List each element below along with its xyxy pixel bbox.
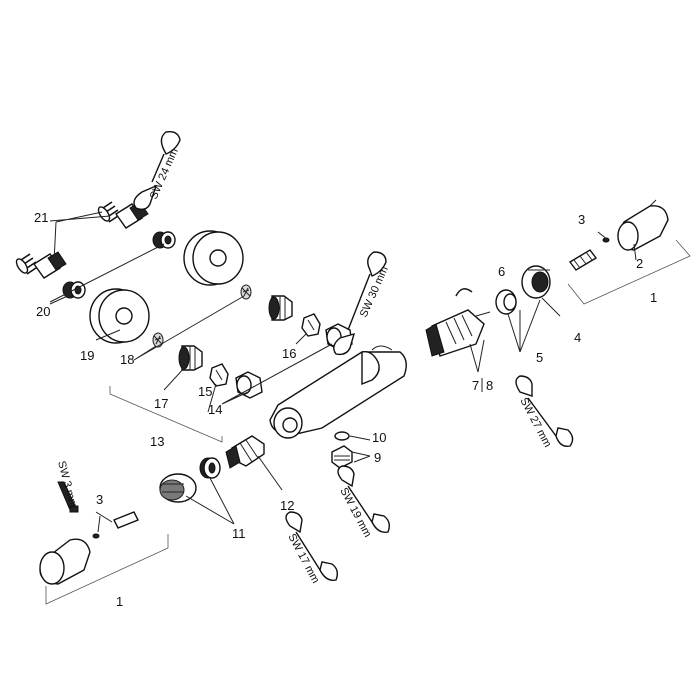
label-7: 7 (472, 378, 479, 393)
label-3-right: 3 (578, 212, 585, 227)
label-20: 20 (36, 304, 50, 319)
label-19: 19 (80, 348, 94, 363)
group-bracket-13 (109, 386, 223, 443)
label-8: 8 (486, 378, 493, 393)
wrench-sw19 (337, 465, 391, 533)
part-17-check-valve-upper (268, 295, 293, 321)
label-3-left: 3 (96, 492, 103, 507)
part-17-check-valve-lower (178, 345, 203, 371)
tool-label-sw17: SW 17 mm (285, 532, 321, 586)
part-5-sleeve (521, 265, 551, 299)
label-21: 21 (34, 210, 48, 225)
group-bracket-1-left (45, 534, 169, 605)
label-5: 5 (536, 350, 543, 365)
label-10: 10 (372, 430, 386, 445)
label-9: 9 (374, 450, 381, 465)
part-14-nut-lower (235, 371, 263, 399)
label-14: 14 (208, 402, 222, 417)
part-3-screw-left (92, 511, 139, 539)
label-11: 11 (232, 526, 246, 541)
wrench-sw30 (333, 251, 387, 356)
label-6: 6 (498, 264, 505, 279)
part-10-o-ring (334, 431, 350, 441)
thermostat-body (269, 345, 407, 439)
part-18-filter-lower (152, 332, 164, 348)
label-16: 16 (282, 346, 296, 361)
label-17: 17 (154, 396, 168, 411)
part-21-connector-upper (97, 201, 149, 229)
hex-key (57, 481, 79, 513)
part-8-clip (455, 288, 473, 297)
label-13: 13 (150, 434, 164, 449)
label-2: 2 (636, 256, 643, 271)
label-15: 15 (198, 384, 212, 399)
leader-lines (49, 211, 637, 533)
part-21-connector-lower (15, 251, 67, 279)
label-1-left: 1 (116, 594, 123, 609)
part-19-rosette-lower (89, 288, 150, 344)
label-4: 4 (574, 330, 581, 345)
part-18-filter-upper (240, 284, 252, 300)
part-1-handle-left (39, 538, 91, 585)
wrench-sw24 (133, 130, 181, 211)
label-1-right: 1 (650, 290, 657, 305)
label-12: 12 (280, 498, 294, 513)
part-11-stop-valve (159, 473, 197, 503)
part-6-ring (495, 289, 517, 315)
part-11-adapter (199, 457, 221, 479)
part-2-handle-right (617, 199, 669, 251)
part-7-thermostatic-cartridge (425, 309, 491, 357)
part-20-nut-upper (152, 231, 176, 249)
part-16-insert (301, 313, 321, 337)
tool-label-sw27: SW 27 mm (517, 396, 553, 450)
part-15-insert (209, 363, 229, 387)
part-3-screw-right (568, 237, 610, 271)
group-bracket-1-right (567, 239, 691, 305)
wrench-sw27 (515, 375, 574, 447)
part-19-rosette-upper (183, 230, 244, 286)
label-18: 18 (120, 352, 134, 367)
wrench-sw17 (285, 511, 339, 581)
part-12-cartridge (225, 435, 265, 469)
part-9-nipple (331, 445, 353, 469)
tool-label-sw19: SW 19 mm (337, 486, 373, 540)
